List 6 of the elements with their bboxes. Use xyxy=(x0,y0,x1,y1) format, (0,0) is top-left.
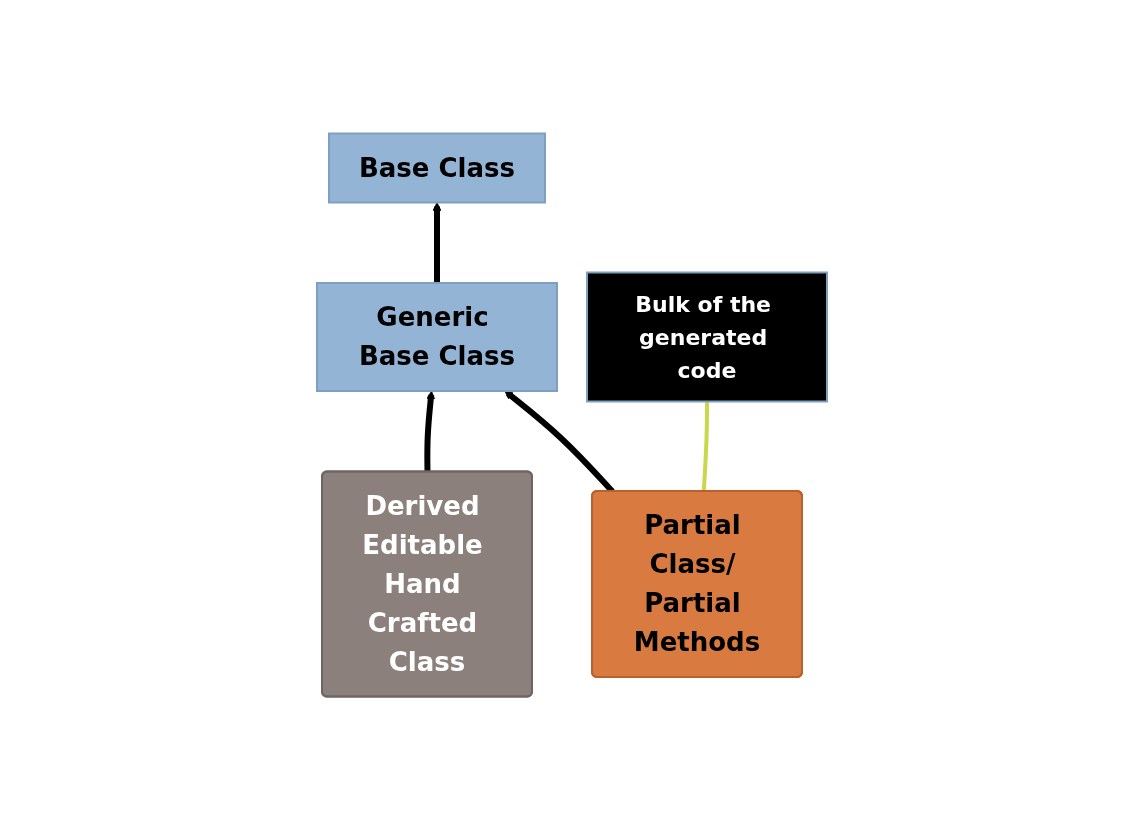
node-box: Bulk of the generated code xyxy=(585,271,828,403)
arrow xyxy=(423,390,435,473)
node-box: Generic Base Class xyxy=(315,282,558,392)
arrow xyxy=(432,202,441,283)
node-box: Base Class xyxy=(327,132,546,204)
connector xyxy=(701,401,709,492)
